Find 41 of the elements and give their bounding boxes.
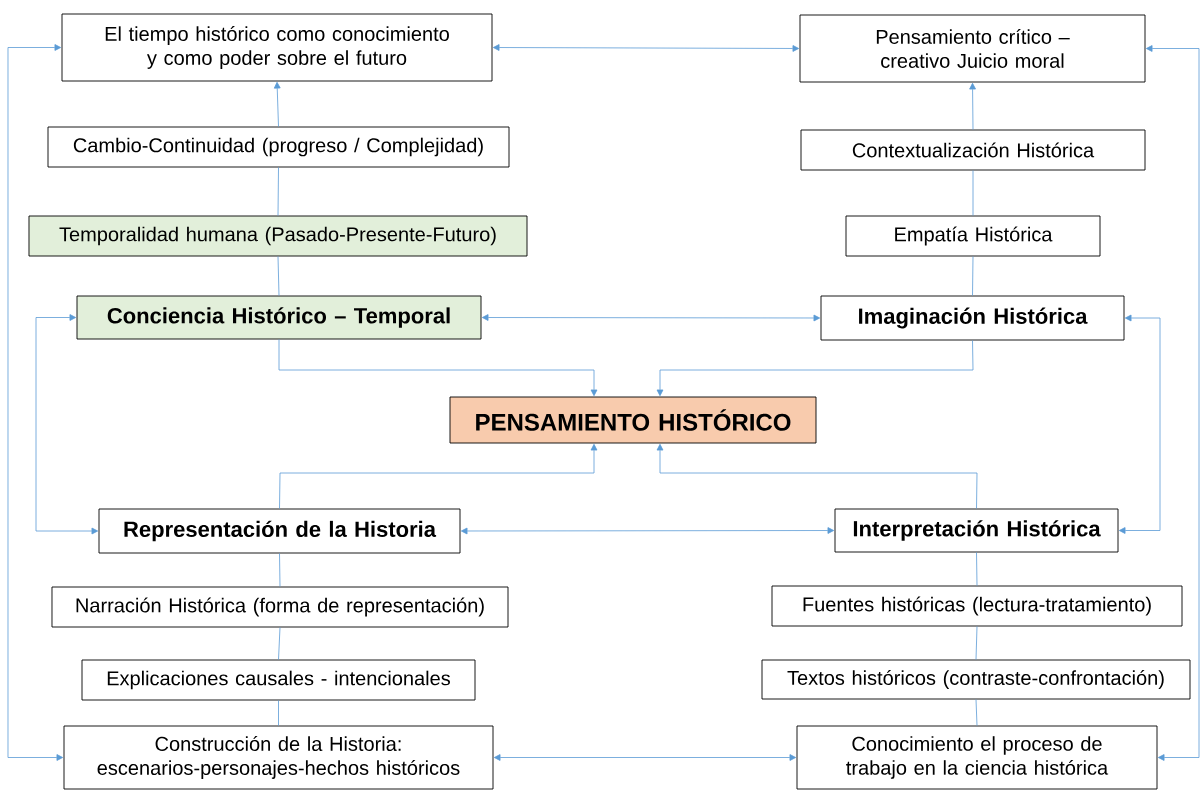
concept-box: El tiempo histórico como conocimiento y como poder sobre el futuro xyxy=(61,13,493,82)
arrow xyxy=(273,81,281,127)
connector-line xyxy=(277,167,279,216)
connector-line xyxy=(278,627,281,660)
connector-line xyxy=(976,552,978,586)
arrow xyxy=(493,754,797,761)
arrow xyxy=(969,82,976,130)
concept-box: PENSAMIENTO HISTÓRICO xyxy=(449,396,817,444)
concept-box: Narración Histórica (forma de representación) xyxy=(51,586,509,628)
connector-line xyxy=(972,256,974,296)
concept-box: Conocimiento el proceso de trabajo en la ciencia histórica xyxy=(796,725,1158,790)
concept-box: Contextualización Histórica xyxy=(800,129,1146,171)
arrow xyxy=(460,527,835,535)
arrow xyxy=(1145,45,1200,761)
concept-box: Conciencia Histórico – Temporal xyxy=(76,295,482,340)
connector-line xyxy=(277,256,280,296)
concept-box: Imaginación Histórica xyxy=(820,295,1125,341)
concept-box: Explicaciones causales - intencionales xyxy=(81,659,476,701)
arrow xyxy=(278,339,598,397)
connector-line xyxy=(278,700,279,726)
connector-line xyxy=(975,626,978,660)
arrow xyxy=(481,314,821,322)
concept-box: Representación de la Historia xyxy=(98,508,461,554)
arrow xyxy=(492,44,800,52)
arrow xyxy=(7,44,64,761)
connector-line xyxy=(972,170,974,216)
concept-box: Textos históricos (contraste-confrontación) xyxy=(761,659,1191,700)
arrow xyxy=(279,443,598,509)
concept-box: Fuentes históricas (lectura-tratamiento) xyxy=(771,585,1183,627)
concept-box: Temporalidad humana (Pasado-Presente-Futuro) xyxy=(28,215,528,257)
concept-box: Empatía Histórica xyxy=(845,215,1101,257)
connector-line xyxy=(279,553,281,587)
arrow xyxy=(35,314,99,535)
concept-box: Pensamiento crítico – creativo Juicio moral xyxy=(799,14,1146,83)
concept-box: Construcción de la Historia: escenarios-personajes-hechos históricos xyxy=(63,725,494,790)
concept-box: Interpretación Histórica xyxy=(834,508,1119,553)
arrow xyxy=(656,340,974,397)
concept-box: Cambio-Continuidad (progreso / Complejidad) xyxy=(47,126,510,168)
arrow xyxy=(656,443,978,509)
connector-line xyxy=(975,699,978,726)
arrow xyxy=(1118,314,1161,534)
